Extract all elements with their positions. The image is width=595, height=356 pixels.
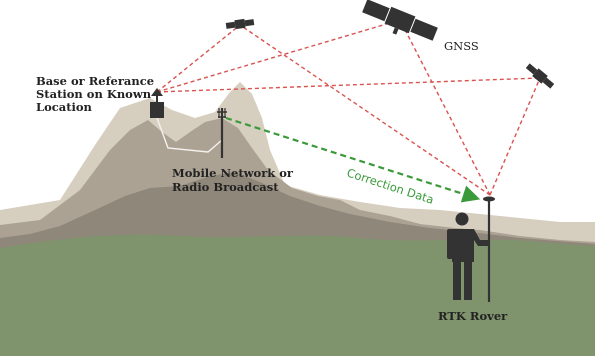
mobile-network-label-line-2: Radio Broadcast [172, 180, 279, 194]
gnss-label: GNSS [444, 39, 479, 53]
satellite-icon [225, 18, 255, 30]
gnss-signal-lines [156, 19, 541, 196]
mobile-network-label-line-1: Mobile Network or [172, 166, 294, 180]
satellite-icon [525, 63, 555, 89]
ground [0, 234, 595, 356]
base-station-icon [150, 88, 164, 118]
correction-data-arrow [225, 116, 481, 203]
rover-person-icon [447, 196, 495, 302]
base-station-cable [156, 117, 223, 153]
antenna-tower-icon [217, 108, 227, 158]
base-station-label-line-3: Location [36, 100, 93, 114]
base-station-label-line-2: Station on Known [36, 87, 152, 101]
base-station-label-line-1: Base or Referance [36, 74, 154, 88]
satellite-icon [362, 0, 438, 41]
rtk-rover-label: RTK Rover [438, 309, 508, 323]
